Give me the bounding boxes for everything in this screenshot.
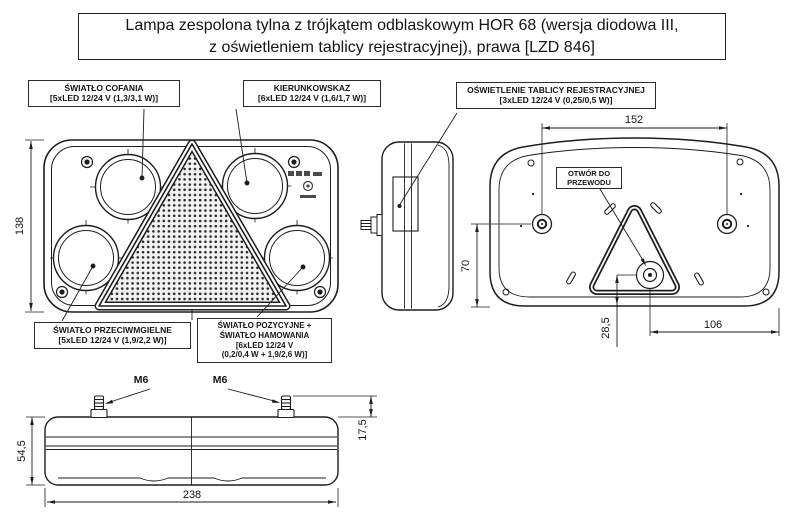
callout-indicator: KIERUNKOWSKAZ [6xLED 12/24 V (1,6/1,7 W)… [243, 80, 381, 107]
bottom-view [26, 388, 377, 507]
dim-body-depth [26, 416, 45, 486]
callout-position-brake-light: ŚWIATŁO POZYCYJNE + ŚWIATŁO HAMOWANIA [6… [197, 318, 332, 363]
drawing-title: Lampa zespolona tylna z trójkątem odblas… [78, 13, 726, 60]
front-corner-screws [55, 155, 327, 299]
position-brake-lamp-circle [263, 224, 331, 292]
callout-fog-light: ŚWIATŁO PRZECIWMGIELNE [5xLED 12/24 V (1… [34, 322, 191, 349]
plate-light-window [392, 176, 419, 232]
front-leader-lines [61, 108, 306, 322]
wire-hole [635, 260, 665, 290]
rear-small-holes [502, 158, 770, 296]
dim-front-height [25, 139, 44, 313]
dim-stud-height [293, 395, 377, 418]
mounting-hole-left [531, 213, 553, 235]
dim-label-stud-height: 17,5 [357, 418, 369, 442]
dim-wire-hole-to-bottom [615, 274, 636, 347]
dim-label-body-width: 238 [181, 489, 203, 501]
front-view [25, 108, 339, 322]
dim-body-width [44, 488, 339, 507]
rear-body-outline [489, 137, 780, 307]
front-triangle-reflector [94, 139, 291, 311]
side-mounting-stud [360, 214, 383, 236]
rear-vent-slots [566, 202, 704, 286]
dim-label-rear-hole-to-bottom: 70 [460, 258, 472, 274]
m6-leader-lines [105, 388, 280, 404]
mounting-hole-right [716, 213, 738, 235]
dim-label-wire-hole-to-edge: 106 [702, 319, 724, 331]
m6-stud-right [277, 395, 295, 419]
reversing-lamp-circle [94, 153, 162, 221]
indicator-lamp-circle [221, 152, 289, 220]
callout-plate-light: OŚWIETLENIE TABLICY REJESTRACYJNEJ [3xLE… [456, 82, 656, 109]
dim-label-body-depth: 54,5 [16, 439, 28, 463]
dim-rear-hole-spacing [541, 123, 728, 215]
rear-view [471, 123, 780, 347]
dim-rear-hole-to-bottom [471, 223, 531, 308]
callout-reversing-light: ŚWIATŁO COFANIA [5xLED 12/24 V (1,3/3,1 … [28, 80, 180, 107]
dim-label-wire-hole-to-bottom: 28,5 [600, 316, 612, 340]
side-view [360, 112, 458, 311]
dim-label-front-height: 138 [14, 215, 26, 237]
dim-wire-hole-to-edge [649, 289, 780, 336]
dim-label-m6-right: M6 [211, 374, 229, 386]
rear-center-marks [519, 192, 750, 228]
fog-lamp-circle [52, 224, 120, 292]
callout-wire-hole: OTWÓR DO PRZEWODU [556, 167, 622, 190]
dim-label-m6-left: M6 [132, 374, 150, 386]
approval-marks-icon [288, 171, 322, 198]
rear-triangle-rib [589, 205, 680, 295]
m6-stud-left [90, 395, 108, 419]
dim-label-rear-hole-spacing: 152 [623, 114, 645, 126]
